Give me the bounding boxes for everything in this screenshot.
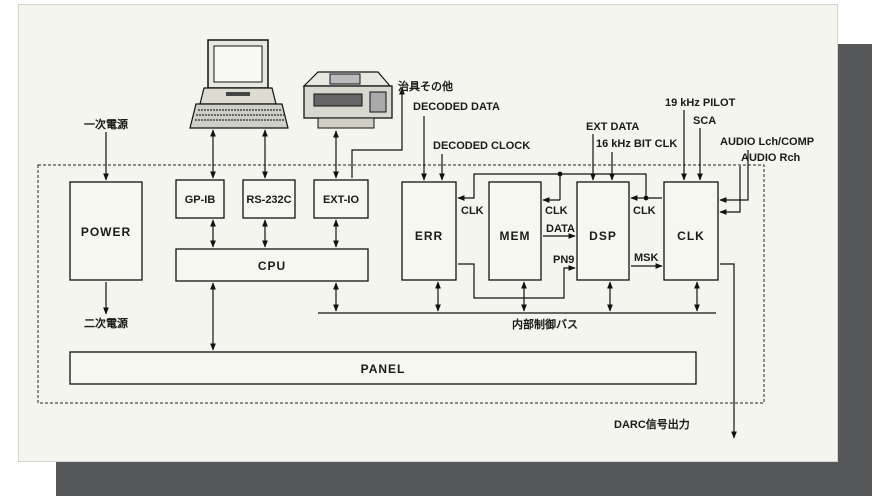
gpib-label: GP-IB <box>185 194 216 206</box>
power-block: POWER <box>70 182 142 280</box>
decoded-clock-label: DECODED CLOCK <box>433 140 530 152</box>
clk-mem-label: CLK <box>545 205 568 217</box>
cpu-label: CPU <box>258 259 286 273</box>
extio-block: EXT-IO <box>314 180 368 218</box>
data-mem-label: DATA <box>546 223 575 235</box>
printer-device-icon <box>304 72 392 128</box>
sca-label: SCA <box>693 115 716 127</box>
darc-output-arrow <box>720 264 734 438</box>
ext-data-label: EXT DATA <box>586 121 639 133</box>
clk-err-label: CLK <box>461 205 484 217</box>
msk-label: MSK <box>634 252 659 264</box>
bit-clk-label: 16 kHz BIT CLK <box>596 138 677 150</box>
decoded-data-label: DECODED DATA <box>413 101 500 113</box>
gpib-block: GP-IB <box>176 180 224 218</box>
audio-l-label: AUDIO Lch/COMP <box>720 136 814 148</box>
primary-power-label: 一次電源 <box>84 117 128 131</box>
panel-block: PANEL <box>70 352 696 384</box>
computer-icon <box>190 40 288 128</box>
pilot-label: 19 kHz PILOT <box>665 97 736 109</box>
cpu-block: CPU <box>176 249 368 281</box>
mem-block: MEM <box>489 182 541 280</box>
clk-junction-2 <box>644 196 649 201</box>
err-block: ERR <box>402 182 456 280</box>
clk-block: CLK <box>664 182 718 280</box>
clk-dsp-label: CLK <box>633 205 656 217</box>
darc-output-label: DARC信号出力 <box>614 417 690 431</box>
err-label: ERR <box>415 229 443 243</box>
power-label: POWER <box>81 225 131 239</box>
jig-label: 治具その他 <box>398 79 453 93</box>
rs232c-label: RS-232C <box>246 194 291 206</box>
dsp-label: DSP <box>589 229 617 243</box>
dsp-block: DSP <box>577 182 629 280</box>
audio-r-label: AUDIO Rch <box>741 152 801 164</box>
mem-label: MEM <box>500 229 531 243</box>
internal-bus-label: 内部制御バス <box>512 317 578 331</box>
extio-label: EXT-IO <box>323 194 360 206</box>
rs232c-block: RS-232C <box>243 180 295 218</box>
secondary-power-label: 二次電源 <box>84 316 128 330</box>
panel-label: PANEL <box>361 362 406 376</box>
clk-label: CLK <box>677 229 705 243</box>
pn9-label: PN9 <box>553 254 574 266</box>
audio-r-arrow <box>720 166 740 212</box>
clk-junction-1 <box>558 172 563 177</box>
